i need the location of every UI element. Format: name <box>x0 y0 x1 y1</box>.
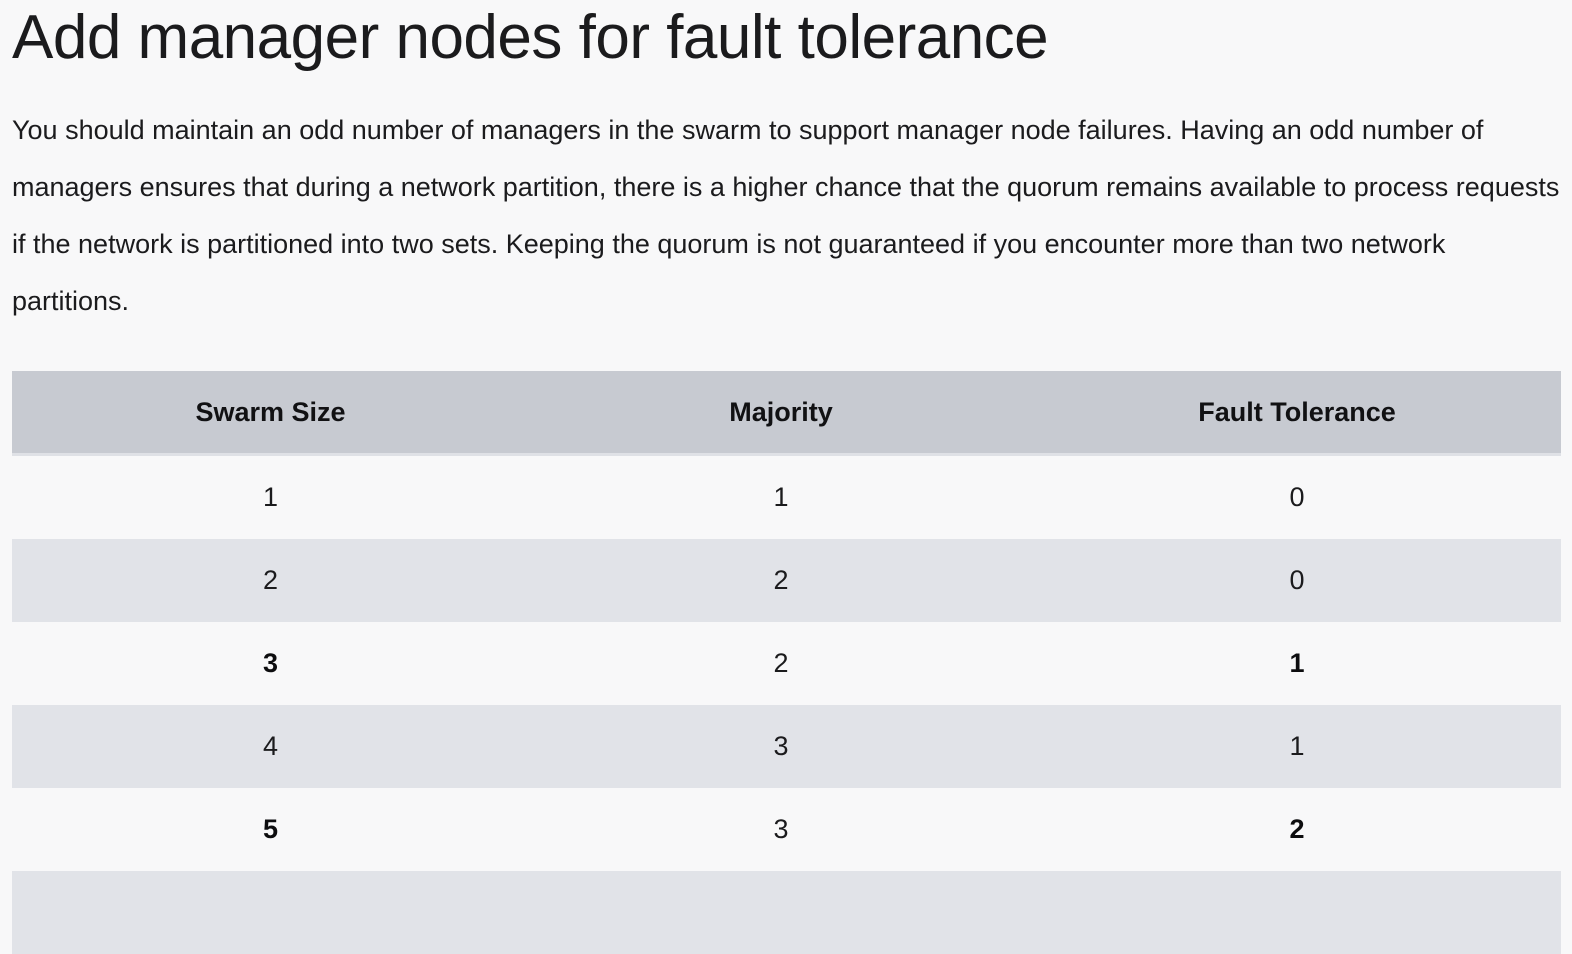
cell-majority: 2 <box>529 539 1033 622</box>
cell-fault-tolerance: 0 <box>1033 539 1561 622</box>
table-header-row: Swarm Size Majority Fault Tolerance <box>12 371 1561 455</box>
cell-swarm-size: 3 <box>12 622 529 705</box>
cell-fault-tolerance: 0 <box>1033 455 1561 540</box>
documentation-page: Add manager nodes for fault tolerance Yo… <box>0 0 1572 882</box>
table-row <box>12 871 1561 954</box>
cell-majority: 3 <box>529 705 1033 788</box>
column-header-fault-tolerance: Fault Tolerance <box>1033 371 1561 455</box>
cell-swarm-size: 2 <box>12 539 529 622</box>
table-row: 5 3 2 <box>12 788 1561 871</box>
cell-swarm-size: 1 <box>12 455 529 540</box>
cell-fault-tolerance <box>1033 871 1561 954</box>
cell-majority: 1 <box>529 455 1033 540</box>
cell-fault-tolerance: 2 <box>1033 788 1561 871</box>
cell-swarm-size <box>12 871 529 954</box>
cell-fault-tolerance: 1 <box>1033 705 1561 788</box>
swarm-table-container: Swarm Size Majority Fault Tolerance 1 1 … <box>0 371 1572 954</box>
cell-swarm-size: 5 <box>12 788 529 871</box>
table-header: Swarm Size Majority Fault Tolerance <box>12 371 1561 455</box>
page-title: Add manager nodes for fault tolerance <box>0 0 1572 76</box>
cell-fault-tolerance: 1 <box>1033 622 1561 705</box>
column-header-swarm-size: Swarm Size <box>12 371 529 455</box>
table-row: 4 3 1 <box>12 705 1561 788</box>
swarm-fault-tolerance-table: Swarm Size Majority Fault Tolerance 1 1 … <box>12 371 1561 954</box>
column-header-majority: Majority <box>529 371 1033 455</box>
cell-majority: 2 <box>529 622 1033 705</box>
table-row: 2 2 0 <box>12 539 1561 622</box>
cell-majority <box>529 871 1033 954</box>
cell-swarm-size: 4 <box>12 705 529 788</box>
intro-paragraph: You should maintain an odd number of man… <box>0 76 1572 330</box>
table-body: 1 1 0 2 2 0 3 2 1 4 3 1 <box>12 455 1561 954</box>
cell-majority: 3 <box>529 788 1033 871</box>
table-row: 3 2 1 <box>12 622 1561 705</box>
table-row: 1 1 0 <box>12 455 1561 540</box>
